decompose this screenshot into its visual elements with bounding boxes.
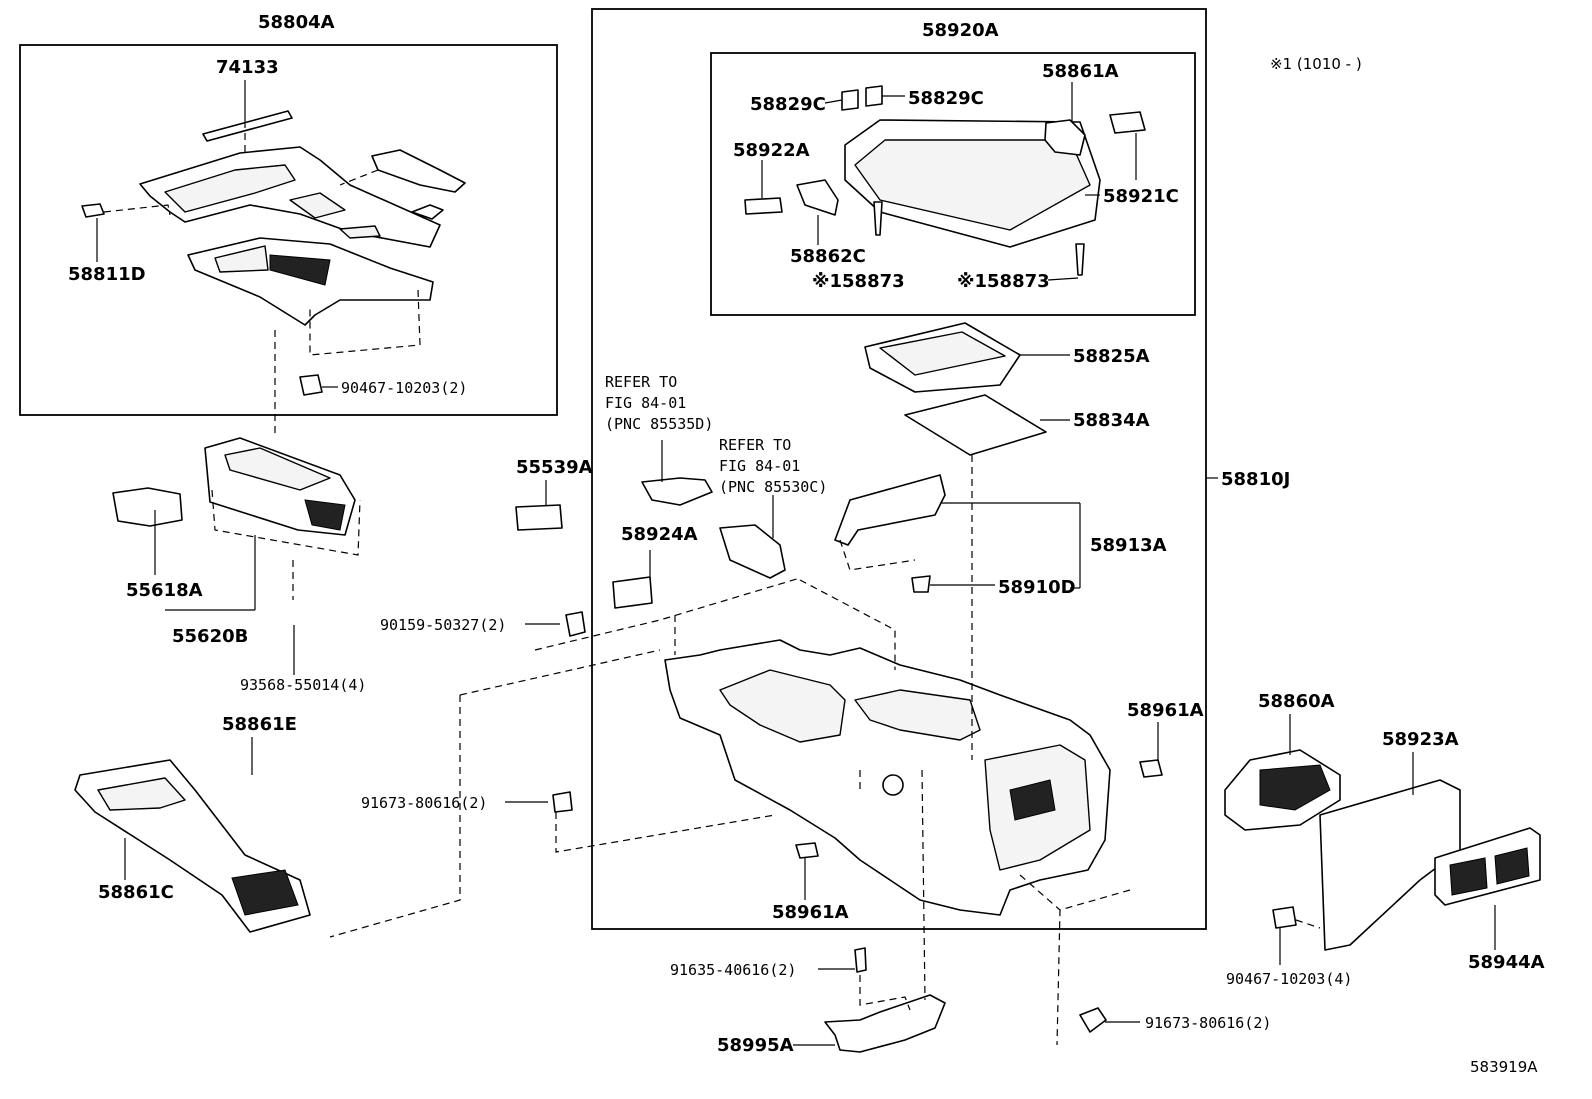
label-58829c-2: 58829C xyxy=(908,88,984,109)
label-58913a: 58913A xyxy=(1090,535,1167,556)
label-58910d: 58910D xyxy=(998,577,1076,598)
label-58860a: 58860A xyxy=(1258,691,1335,712)
console-body-part xyxy=(552,611,1163,916)
label-58873-a: ※158873 xyxy=(812,271,905,292)
label-58961a-1: 58961A xyxy=(1127,700,1204,721)
refer-note-1: REFER TO FIG 84-01 (PNC 85535D) xyxy=(605,373,713,433)
label-58920a: 58920A xyxy=(922,20,999,41)
label-58924a: 58924A xyxy=(621,524,698,545)
leader-lines xyxy=(96,80,1496,1046)
refer-note-1-line-2: FIG 84-01 xyxy=(605,394,686,412)
assembly-dashed-lines xyxy=(103,125,1321,1046)
console-box-part xyxy=(112,437,563,536)
label-58961a-2: 58961A xyxy=(772,902,849,923)
label-58834a: 58834A xyxy=(1073,410,1150,431)
label-90467-b: 90467-10203(4) xyxy=(1226,970,1352,988)
armrest-part-58920a xyxy=(744,85,1146,276)
refer-note-1-line-3: (PNC 85535D) xyxy=(605,415,713,433)
label-58923a: 58923A xyxy=(1382,729,1459,750)
note-text: ※1 (1010 - ) xyxy=(1270,55,1362,73)
label-91635: 91635-40616(2) xyxy=(670,961,796,979)
refer-note-2-line-2: FIG 84-01 xyxy=(719,457,800,475)
label-93568: 93568-55014(4) xyxy=(240,676,366,694)
label-58861e: 58861E xyxy=(222,714,297,735)
label-58921c: 58921C xyxy=(1103,186,1179,207)
label-58825a: 58825A xyxy=(1073,346,1150,367)
label-55618a: 55618A xyxy=(126,580,203,601)
label-58861c: 58861C xyxy=(98,882,174,903)
group-frame-58804a xyxy=(19,44,558,416)
group-frame-58920a xyxy=(710,52,1196,316)
label-90467-a: 90467-10203(2) xyxy=(341,379,467,397)
label-58811d: 58811D xyxy=(68,264,146,285)
label-91673-b: 91673-80616(2) xyxy=(1145,1014,1271,1032)
label-58873-b: ※158873 xyxy=(957,271,1050,292)
bracket-part-58995a xyxy=(824,947,1107,1053)
group-frame-58810j xyxy=(591,8,1207,930)
label-74133: 74133 xyxy=(216,57,279,78)
label-58861a: 58861A xyxy=(1042,61,1119,82)
label-58995a: 58995A xyxy=(717,1035,794,1056)
label-55539a: 55539A xyxy=(516,457,593,478)
refer-note-2-line-1: REFER TO xyxy=(719,436,791,454)
label-58804a: 58804A xyxy=(258,12,335,33)
label-91673-a: 91673-80616(2) xyxy=(361,794,487,812)
tray-parts xyxy=(612,322,1047,609)
label-58829c-1: 58829C xyxy=(750,94,826,115)
label-58944a: 58944A xyxy=(1468,952,1545,973)
rear-vent-parts xyxy=(1224,749,1541,951)
label-90159: 90159-50327(2) xyxy=(380,616,506,634)
label-58862c: 58862C xyxy=(790,246,866,267)
refer-note-1-line-1: REFER TO xyxy=(605,373,677,391)
label-58810j: 58810J xyxy=(1221,469,1290,490)
diagram-id: 583919A xyxy=(1470,1058,1538,1076)
duct-part-58861c xyxy=(74,759,311,933)
label-55620b: 55620B xyxy=(172,626,248,647)
label-58922a: 58922A xyxy=(733,140,810,161)
refer-note-2-line-3: (PNC 85530C) xyxy=(719,478,827,496)
panel-part-58804a xyxy=(81,110,466,396)
refer-note-2: REFER TO FIG 84-01 (PNC 85530C) xyxy=(719,436,827,496)
part-labels: 58804A 74133 58811D 90467-10203(2) 55618… xyxy=(68,12,1545,1076)
